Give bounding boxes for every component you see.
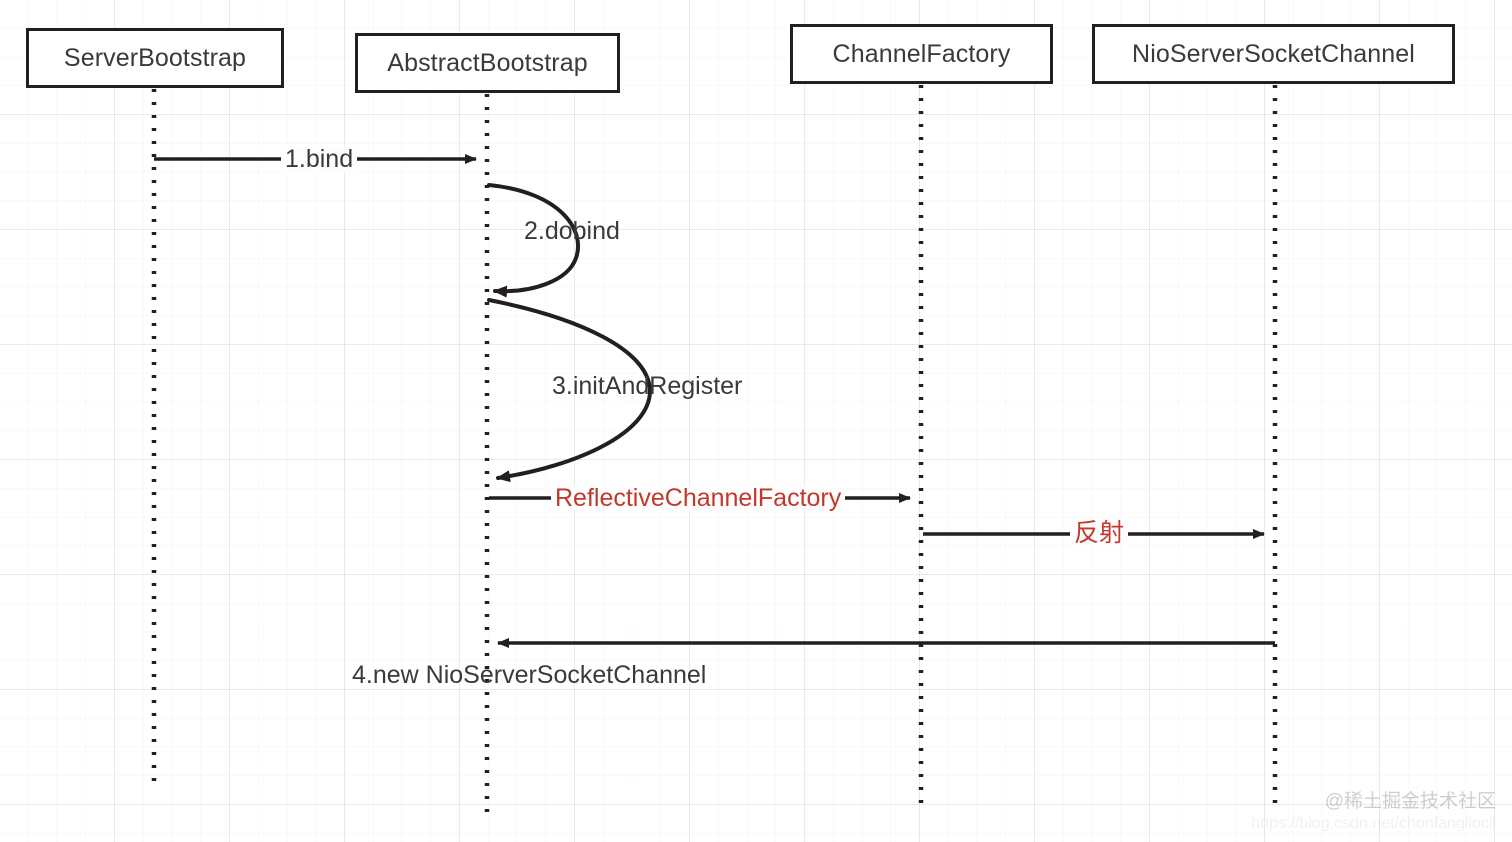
participant-label-channel-factory: ChannelFactory bbox=[832, 39, 1011, 68]
participant-server-bootstrap[interactable]: ServerBootstrap bbox=[26, 28, 284, 88]
participant-channel-factory[interactable]: ChannelFactory bbox=[790, 24, 1053, 84]
message-label-2-dobind: 2.dobind bbox=[524, 217, 620, 245]
message-label-4-new-nioserversocketchannel: 4.new NioServerSocketChannel bbox=[352, 661, 707, 689]
participant-label-server-bootstrap: ServerBootstrap bbox=[63, 43, 247, 72]
participant-abstract-bootstrap[interactable]: AbstractBootstrap bbox=[355, 33, 620, 93]
message-arrow-2-dobind bbox=[487, 183, 581, 298]
message-label-1-bind: 1.bind bbox=[281, 147, 358, 172]
lifelines bbox=[151, 85, 1278, 820]
message-label-reflective-channel-factory: ReflectiveChannelFactory bbox=[551, 486, 846, 511]
message-label-reflection: 反射 bbox=[1070, 521, 1129, 546]
participant-label-nio-server-socket-channel: NioServerSocketChannel bbox=[1132, 39, 1415, 68]
participant-label-abstract-bootstrap: AbstractBootstrap bbox=[387, 48, 588, 77]
message-label-3-initandregister: 3.initAndRegister bbox=[552, 372, 743, 400]
participant-nio-server-socket-channel[interactable]: NioServerSocketChannel bbox=[1092, 24, 1455, 84]
message-arrow-3-initandregister bbox=[487, 298, 653, 483]
